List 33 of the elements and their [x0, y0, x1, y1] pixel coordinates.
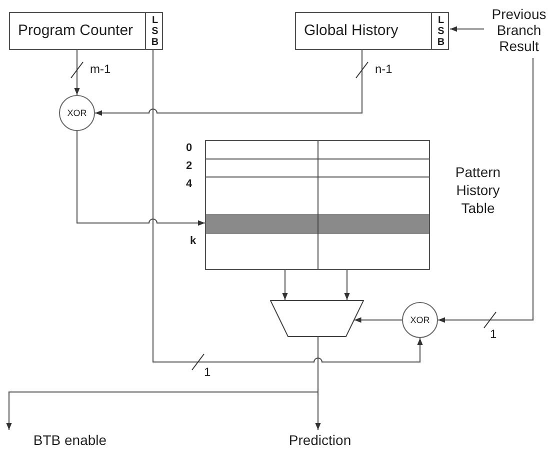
connector-arrow — [354, 317, 402, 323]
edge-label: m-1 — [90, 63, 111, 75]
table-title: Pattern History Table — [454, 163, 502, 218]
register-box — [295, 12, 449, 50]
lsb-label: LSB — [436, 14, 446, 48]
row-index: k — [190, 236, 196, 247]
edge-label: 1 — [204, 366, 211, 378]
register-box — [9, 12, 163, 50]
lsb-label: LSB — [150, 14, 160, 48]
gate-label: XOR — [67, 108, 87, 118]
node-label: Program Counter — [18, 22, 134, 40]
connector-arrow — [76, 130, 206, 226]
node-label: Global History — [304, 22, 398, 40]
node-label: Previous Branch Result — [490, 6, 548, 54]
row-index: 4 — [186, 179, 192, 190]
xor-gate — [402, 302, 438, 338]
connector-arrow — [450, 26, 484, 32]
connector-arrow — [438, 58, 534, 323]
node-label: Prediction — [288, 432, 352, 448]
connector-arrow — [74, 50, 80, 96]
edge-label: n-1 — [375, 63, 392, 75]
multiplexer — [270, 300, 364, 337]
edge-label: 1 — [490, 328, 497, 340]
connector-arrow — [282, 270, 288, 300]
xor-gate — [59, 95, 95, 131]
connector-arrow — [152, 50, 423, 362]
connector-arrow — [94, 50, 362, 116]
row-index: 0 — [186, 143, 192, 154]
gate-label: XOR — [410, 314, 430, 326]
connector-arrow — [344, 270, 350, 300]
node-label: BTB enable — [33, 432, 107, 448]
connector-arrow — [315, 336, 321, 430]
row-index: 2 — [186, 161, 192, 172]
